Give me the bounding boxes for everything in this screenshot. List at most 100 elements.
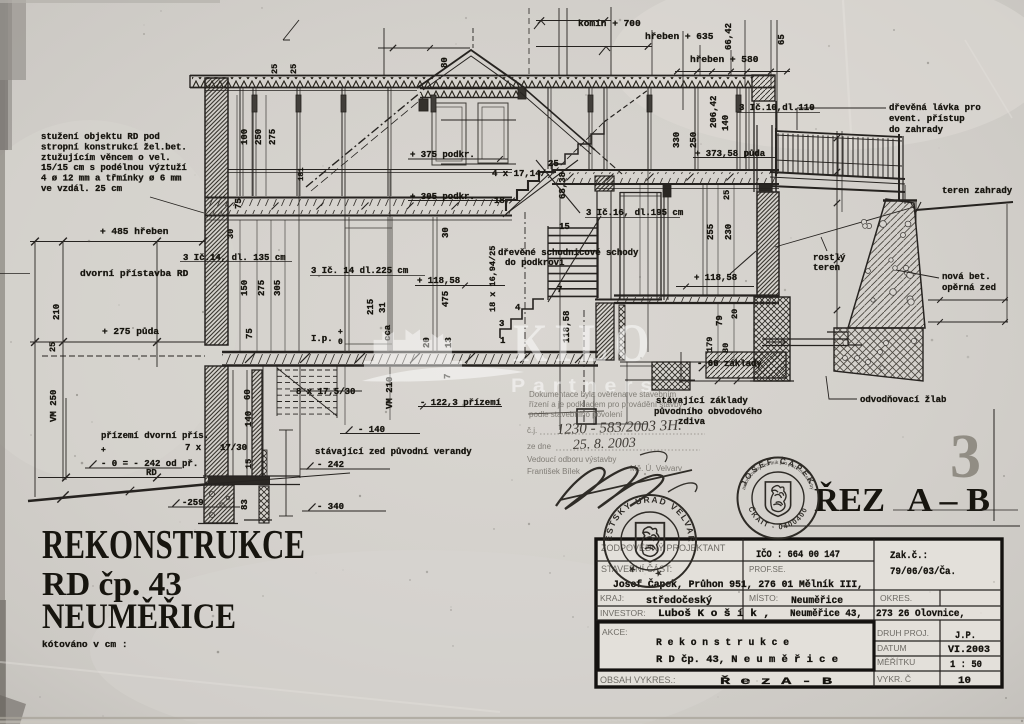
svg-text:řízení a je podkladem pro prov: řízení a je podkladem pro provádění stav… bbox=[529, 400, 682, 409]
svg-text:13: 13 bbox=[444, 337, 454, 348]
svg-text:10: 10 bbox=[958, 676, 971, 687]
svg-text:Mě. Ú. Velvarv: Mě. Ú. Velvarv bbox=[630, 464, 682, 473]
svg-text:stropní konstrukcí žel.bet.: stropní konstrukcí žel.bet. bbox=[41, 142, 187, 152]
svg-text:230: 230 bbox=[724, 224, 734, 240]
svg-text:68,38: 68,38 bbox=[558, 172, 568, 199]
svg-text:- 0 = - 242 od př.: - 0 = - 242 od př. bbox=[101, 459, 198, 469]
svg-text:215: 215 bbox=[366, 299, 376, 315]
svg-text:VM 210: VM 210 bbox=[385, 377, 395, 409]
svg-text:100: 100 bbox=[240, 129, 250, 145]
svg-text:Dokumentace byla ověřena ve st: Dokumentace byla ověřena ve stavebním bbox=[529, 390, 677, 399]
svg-text:odvodňovací žlab: odvodňovací žlab bbox=[860, 395, 946, 405]
svg-text:250: 250 bbox=[689, 132, 699, 148]
svg-text:NEUMĚŘICE: NEUMĚŘICE bbox=[42, 596, 236, 636]
svg-text:+ 118,58: + 118,58 bbox=[417, 276, 460, 286]
svg-text:Luboš K o š í k ,: Luboš K o š í k , bbox=[658, 608, 770, 620]
svg-text:cca: cca bbox=[383, 324, 393, 341]
svg-text:stužení objektu RD pod: stužení objektu RD pod bbox=[41, 132, 160, 142]
svg-text:0: 0 bbox=[338, 338, 343, 347]
svg-text:75: 75 bbox=[234, 198, 244, 209]
svg-text:475: 475 bbox=[441, 291, 451, 307]
svg-text:20: 20 bbox=[422, 337, 432, 348]
svg-text:140: 140 bbox=[244, 411, 254, 427]
svg-text:+ 373,58 půda: + 373,58 půda bbox=[695, 149, 766, 159]
svg-text:R e k o n s t r u k c e: R e k o n s t r u k c e bbox=[656, 637, 789, 649]
svg-text:3 Ič.16, dl.195 cm: 3 Ič.16, dl.195 cm bbox=[586, 208, 684, 218]
svg-text:15/15 cm s podélnou výztuží: 15/15 cm s podélnou výztuží bbox=[41, 163, 187, 173]
svg-text:teren zahrady: teren zahrady bbox=[942, 186, 1013, 196]
svg-text:65: 65 bbox=[777, 34, 787, 45]
svg-text:7 x: 7 x bbox=[185, 443, 202, 453]
svg-text:OKRES.: OKRES. bbox=[880, 593, 912, 603]
svg-text:Partners: Partners bbox=[511, 376, 660, 397]
svg-text:hřeben + 580: hřeben + 580 bbox=[690, 54, 759, 65]
svg-text:83: 83 bbox=[240, 499, 250, 510]
svg-text:DATUM: DATUM bbox=[877, 643, 907, 653]
svg-text:R D čp. 43, N e u m ě ř i c: R D čp. 43, N e u m ě ř i c e bbox=[656, 654, 838, 666]
svg-text:komín + 700: komín + 700 bbox=[578, 18, 641, 29]
svg-text:1 : 50: 1 : 50 bbox=[950, 660, 982, 671]
svg-text:3 Ič.14, dl. 135 cm: 3 Ič.14, dl. 135 cm bbox=[183, 253, 286, 263]
svg-text:25: 25 bbox=[48, 342, 58, 352]
svg-text:přízemí dvorní přís.: přízemí dvorní přís. bbox=[101, 431, 209, 441]
svg-text:8 x 17,5/30: 8 x 17,5/30 bbox=[296, 387, 355, 397]
svg-text:4 x 17,14/: 4 x 17,14/ bbox=[492, 169, 546, 179]
svg-text:80: 80 bbox=[440, 57, 450, 68]
svg-text:25: 25 bbox=[548, 159, 559, 169]
svg-text:150: 150 bbox=[240, 280, 250, 296]
svg-text:ŘEZ: ŘEZ bbox=[814, 481, 885, 519]
svg-text:INVESTOR:: INVESTOR: bbox=[600, 608, 646, 618]
svg-text:275: 275 bbox=[257, 280, 267, 296]
svg-text:-259: -259 bbox=[182, 498, 204, 508]
svg-text:- 140: - 140 bbox=[358, 425, 385, 435]
svg-text:event. přístup: event. přístup bbox=[889, 114, 965, 124]
svg-text:Ř e z A - B: Ř e z A - B bbox=[720, 674, 833, 688]
svg-text:KRAJ:: KRAJ: bbox=[600, 593, 624, 603]
svg-text:dvorní přístavba RD: dvorní přístavba RD bbox=[80, 268, 189, 279]
svg-text:17/30: 17/30 bbox=[220, 443, 247, 453]
svg-text:Vedoucí odboru výstavby: Vedoucí odboru výstavby bbox=[527, 455, 616, 464]
svg-text:dřevěná lávka pro: dřevěná lávka pro bbox=[889, 103, 981, 113]
svg-text:66,42: 66,42 bbox=[724, 23, 734, 50]
svg-text:15: 15 bbox=[244, 459, 254, 469]
svg-text:30: 30 bbox=[441, 227, 451, 238]
svg-text:původního obvodového: původního obvodového bbox=[654, 407, 762, 417]
svg-text:I.p.: I.p. bbox=[311, 334, 333, 344]
svg-text:opěrná zed: opěrná zed bbox=[942, 283, 996, 293]
svg-text:25: 25 bbox=[722, 190, 732, 200]
svg-text:OBSAH VYKRES.:: OBSAH VYKRES.: bbox=[600, 675, 676, 685]
svg-text:VI.2003: VI.2003 bbox=[948, 645, 990, 656]
svg-text:středočeský: středočeský bbox=[646, 595, 712, 607]
svg-text:RD: RD bbox=[146, 468, 157, 478]
svg-text:1230 - 583/2003 3H.: 1230 - 583/2003 3H. bbox=[557, 418, 682, 438]
svg-text:+: + bbox=[338, 328, 343, 337]
svg-text:Zak.č.:: Zak.č.: bbox=[890, 550, 928, 562]
svg-text:teren: teren bbox=[813, 263, 840, 273]
svg-text:3 Ič. 14 dl.225 cm: 3 Ič. 14 dl.225 cm bbox=[311, 266, 409, 276]
svg-text:ve vzdál. 25 cm: ve vzdál. 25 cm bbox=[41, 184, 123, 194]
svg-text:VYKR. Č: VYKR. Č bbox=[877, 674, 911, 684]
svg-text:Neuměřice 43,: Neuměřice 43, bbox=[790, 608, 862, 620]
svg-text:+ 485 hřeben: + 485 hřeben bbox=[100, 226, 169, 237]
svg-text:3: 3 bbox=[950, 423, 981, 491]
svg-text:20: 20 bbox=[730, 309, 740, 319]
svg-text:79: 79 bbox=[715, 315, 725, 326]
svg-text:rostlý: rostlý bbox=[813, 253, 846, 263]
svg-text:Neuměřice: Neuměřice bbox=[791, 595, 843, 607]
svg-text:dřevěné schodnicové schody: dřevěné schodnicové schody bbox=[498, 248, 639, 258]
svg-text:330: 330 bbox=[672, 132, 682, 148]
svg-text:nová bet.: nová bet. bbox=[942, 272, 991, 282]
svg-text:stávající zed původní verandy: stávající zed původní verandy bbox=[315, 447, 472, 457]
svg-text:210: 210 bbox=[52, 304, 62, 320]
svg-text:ze dne: ze dne bbox=[527, 442, 552, 451]
svg-text:+ 305 podkr.: + 305 podkr. bbox=[410, 192, 475, 202]
svg-text:+: + bbox=[101, 446, 106, 455]
svg-text:3: 3 bbox=[499, 319, 504, 329]
svg-text:MĚŘÍTKU: MĚŘÍTKU bbox=[877, 657, 915, 667]
svg-text:25. 8. 2003: 25. 8. 2003 bbox=[573, 436, 636, 453]
svg-text:PROF.SE.: PROF.SE. bbox=[749, 565, 785, 574]
svg-text:+ 275 půda: + 275 půda bbox=[102, 326, 159, 337]
svg-text:3 Ič.10,dl.110: 3 Ič.10,dl.110 bbox=[739, 103, 815, 113]
svg-text:1: 1 bbox=[500, 336, 506, 346]
svg-text:č.j.: č.j. bbox=[527, 426, 537, 435]
